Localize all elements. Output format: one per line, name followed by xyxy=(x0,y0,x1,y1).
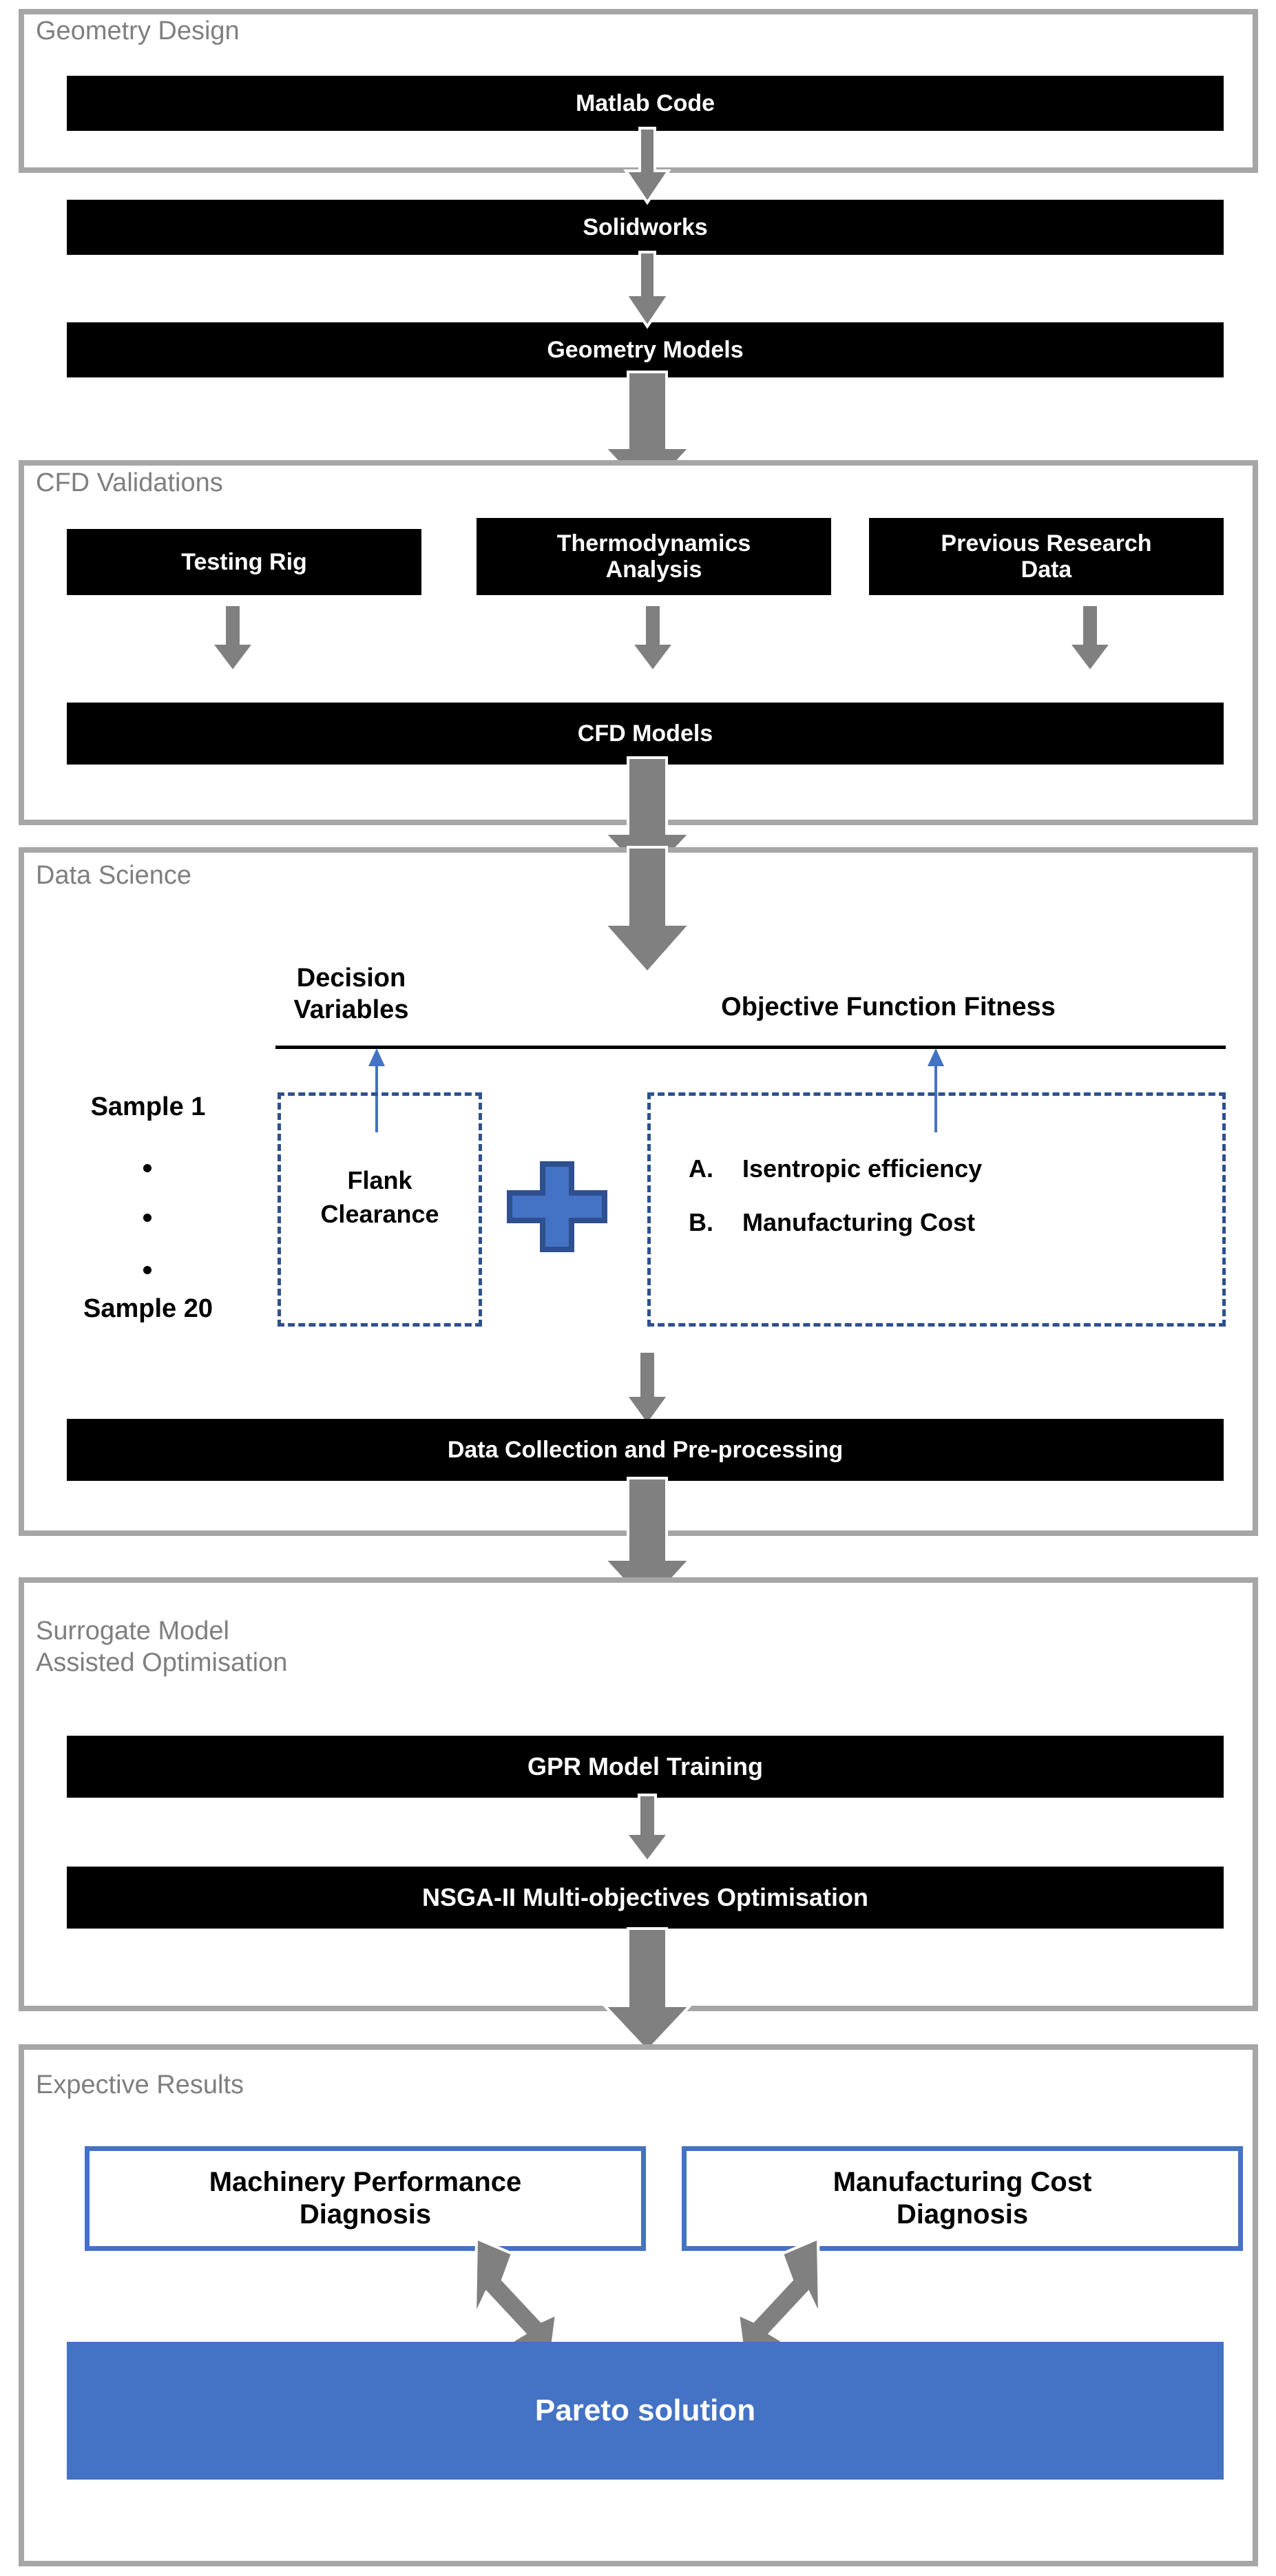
objective-function-label-b: Manufacturing Cost xyxy=(742,1208,975,1236)
process-box-testing-rig[interactable]: Testing Rig xyxy=(67,529,421,595)
objective-function-marker-b: B. xyxy=(689,1208,713,1236)
result-box-manufacturing-cost-diagnosis[interactable]: Manufacturing Cost Diagnosis xyxy=(682,2146,1243,2251)
arrow-previous-research-to-cfd-models xyxy=(1065,603,1115,674)
column-header-objective-function-fitness: Objective Function Fitness xyxy=(721,993,1056,1021)
result-box-machinery-performance-diagnosis[interactable]: Machinery Performance Diagnosis xyxy=(85,2146,646,2251)
process-box-data-collection[interactable]: Data Collection and Pre-processing xyxy=(67,1419,1224,1481)
process-box-geometry-models[interactable]: Geometry Models xyxy=(67,322,1224,377)
objective-function-label-a: Isentropic efficiency xyxy=(742,1154,983,1183)
process-box-gpr-model-training[interactable]: GPR Model Training xyxy=(67,1736,1224,1798)
arrow-surrogate-to-results xyxy=(600,1927,694,2053)
section-title-geometry-design: Geometry Design xyxy=(36,17,240,45)
process-box-solidworks[interactable]: Solidworks xyxy=(67,200,1224,255)
section-title-expective-results: Expective Results xyxy=(36,2070,244,2099)
sample-label-last: Sample 20 xyxy=(83,1294,213,1323)
sample-ellipsis-dot-1 xyxy=(143,1164,151,1172)
arrow-samples-to-data-collection xyxy=(623,1350,671,1428)
arrow-decision-variables-up xyxy=(367,1048,386,1132)
result-box-pareto-solution[interactable]: Pareto solution xyxy=(67,2342,1224,2480)
arrow-thermodynamics-to-cfd-models xyxy=(628,603,678,674)
sample-ellipsis-dot-3 xyxy=(143,1266,151,1274)
section-title-data-science: Data Science xyxy=(36,861,192,890)
process-box-matlab-code[interactable]: Matlab Code xyxy=(67,76,1224,131)
arrow-matlab-to-solidworks xyxy=(623,127,671,205)
objective-function-marker-a: A. xyxy=(689,1154,713,1183)
plus-operator-icon xyxy=(507,1161,607,1256)
header-separator-rule xyxy=(275,1046,1226,1049)
column-header-decision-variables: Decision Variables xyxy=(293,964,409,1024)
process-box-thermodynamics-analysis[interactable]: Thermodynamics Analysis xyxy=(477,518,831,595)
section-title-cfd-validations: CFD Validations xyxy=(36,468,223,497)
arrow-gpr-to-nsga xyxy=(623,1794,672,1865)
dashed-box-objective-functions xyxy=(647,1092,1226,1327)
arrow-objective-fitness-up xyxy=(926,1048,945,1132)
process-box-nsga-optimisation[interactable]: NSGA-II Multi-objectives Optimisation xyxy=(67,1867,1224,1929)
section-expective-results xyxy=(19,2044,1258,2566)
dashed-box-decision-variables xyxy=(278,1092,482,1327)
sample-ellipsis-dot-2 xyxy=(143,1214,151,1222)
process-box-previous-research-data[interactable]: Previous Research Data xyxy=(869,518,1224,595)
arrow-into-data-science xyxy=(600,846,694,975)
arrow-solidworks-to-geometry-models xyxy=(623,251,671,329)
decision-variable-flank-clearance: Flank Clearance xyxy=(320,1166,439,1228)
section-title-surrogate-model: Surrogate Model Assisted Optimisation xyxy=(36,1617,288,1677)
process-box-cfd-models[interactable]: CFD Models xyxy=(67,703,1224,765)
sample-label-first: Sample 1 xyxy=(90,1092,206,1121)
arrow-testing-rig-to-cfd-models xyxy=(208,603,258,674)
